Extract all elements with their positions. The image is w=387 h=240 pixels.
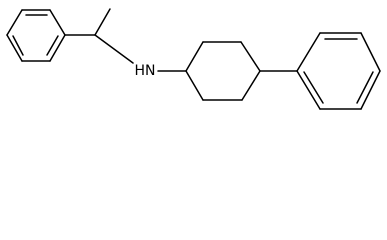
bond bbox=[296, 32, 321, 72]
bond bbox=[240, 41, 261, 72]
aromatic-inner-bond bbox=[46, 35, 59, 56]
chiral-carbon-to-nitrogen-bond bbox=[94, 34, 134, 64]
left-phenyl-ring bbox=[6, 9, 66, 62]
cyclohexane-ring bbox=[185, 41, 261, 101]
bond bbox=[49, 34, 66, 62]
bond bbox=[6, 34, 23, 62]
chiral-carbon-to-methyl-bond bbox=[94, 8, 111, 36]
bond bbox=[185, 41, 204, 72]
amine-label: HN bbox=[135, 63, 156, 79]
bond bbox=[241, 70, 261, 101]
bond bbox=[360, 70, 381, 110]
right-phenyl-ring bbox=[296, 32, 381, 110]
aromatic-inner-bond bbox=[12, 35, 24, 56]
bond bbox=[185, 70, 204, 101]
chemical-structure-diagram: HN bbox=[0, 0, 387, 111]
bond bbox=[296, 70, 321, 110]
aromatic-inner-bond bbox=[303, 71, 324, 104]
bond bbox=[6, 9, 23, 36]
bond bbox=[360, 32, 381, 72]
bond bbox=[49, 9, 66, 36]
aromatic-inner-bond bbox=[356, 71, 374, 104]
canvas-background bbox=[0, 0, 387, 111]
